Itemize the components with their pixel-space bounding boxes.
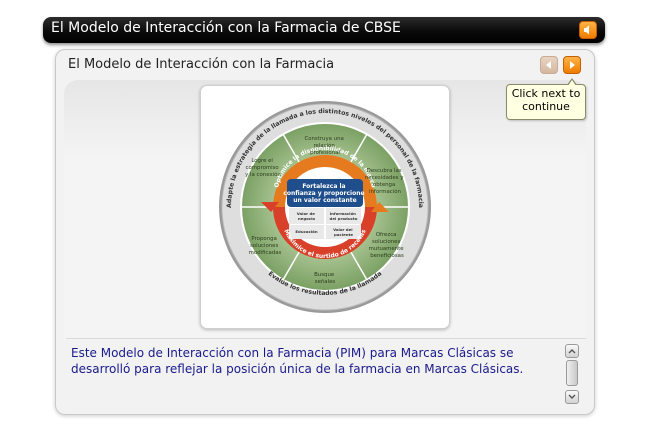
next-button[interactable] [563, 56, 581, 74]
diagram-image: Adapte la estrategia de la llamada a los… [200, 85, 450, 329]
tooltip-line-1: Click next to [511, 87, 581, 100]
speaker-icon [584, 25, 589, 35]
slide-panel: El Modelo de Interacción con la Farmacia [55, 49, 595, 415]
divider [66, 338, 586, 339]
scroll-up-button[interactable] [565, 344, 579, 358]
segment-lower-right-label: Ofrezca soluciones mutuamente beneficios… [369, 232, 406, 259]
quadrant-business-value: Valor de negocio [297, 211, 317, 221]
segment-lower-left-label: Proponga soluciones modificadas [249, 236, 282, 256]
tooltip-line-2: continue [522, 100, 570, 113]
previous-button[interactable] [540, 56, 558, 74]
audio-button[interactable] [579, 21, 597, 39]
segment-top-label: Construya una relación profesional [304, 136, 345, 156]
next-tooltip: Click next to continue [506, 78, 586, 120]
segment-upper-left-label: Logre el compromiso y la conexión [245, 158, 281, 178]
chevron-up-icon [568, 349, 576, 354]
segment-upper-right-label: Descubra las necesidades y obtenga infor… [365, 168, 405, 195]
chevron-right-icon [570, 61, 575, 69]
chevron-left-icon [546, 61, 551, 69]
quadrant-product-info: Información del producto [330, 211, 358, 221]
slide-description: Este Modelo de Interacción con la Farmac… [71, 346, 524, 376]
app-title: El Modelo de Interacción con la Farmacia… [51, 20, 401, 36]
scroll-down-button[interactable] [565, 390, 579, 404]
quadrant-patient-value: Valor del paciente [333, 227, 354, 237]
interaction-model-diagram: Adapte la estrategia de la llamada a los… [219, 101, 431, 313]
slide-title: El Modelo de Interacción con la Farmacia [68, 57, 335, 72]
center-title: Fortalezca la confianza y proporcione un… [283, 183, 366, 204]
description-scrollbar[interactable] [565, 344, 579, 404]
quadrant-education: Educación [295, 229, 317, 234]
chevron-down-icon [568, 394, 576, 399]
scroll-thumb[interactable] [566, 360, 578, 386]
app-title-bar: El Modelo de Interacción con la Farmacia… [43, 17, 605, 43]
segment-bottom-label: Busque señales [314, 272, 336, 285]
